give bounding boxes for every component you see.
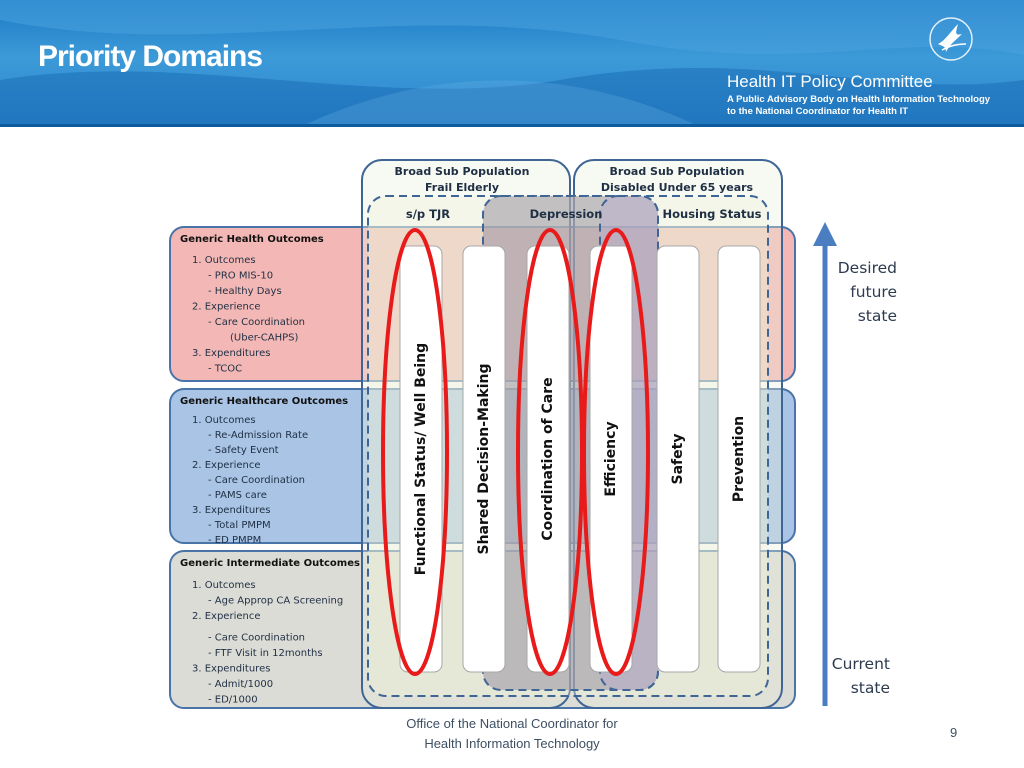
outcome-line: - Safety Event <box>208 445 279 456</box>
footer-line2: Health Information Technology <box>424 736 600 751</box>
outcome-line: - FTF Visit in 12months <box>208 648 323 659</box>
committee-subtitle: A Public Advisory Body on Health Informa… <box>727 94 1024 118</box>
outcome-line: - Re-Admission Rate <box>208 430 308 441</box>
healthcare-outcomes-list: 1. Outcomes - Re-Admission Rate - Safety E… <box>192 415 308 546</box>
domain-column <box>717 245 761 673</box>
slide-title: Priority Domains <box>38 40 263 73</box>
outcome-line: - Age Approp CA Screening <box>208 596 343 607</box>
depression-label: Depression <box>530 207 603 221</box>
domain-label: Coordination of Care <box>540 377 556 540</box>
desired-state-line3: state <box>858 307 897 325</box>
desired-state-line2: future <box>850 283 897 301</box>
footer-line1: Office of the National Coordinator for <box>406 716 618 731</box>
sp-tjr-label: s/p TJR <box>406 207 450 221</box>
healthcare-outcomes-title: Generic Healthcare Outcomes <box>180 396 348 407</box>
disabled-header-line1: Broad Sub Population <box>610 165 745 178</box>
domain-label: Shared Decision-Making <box>476 363 492 554</box>
outcome-line: 1. Outcomes <box>192 415 256 426</box>
current-state-line2: state <box>851 679 890 697</box>
hhs-eagle-icon <box>929 17 973 61</box>
desired-state-line1: Desired <box>838 259 897 277</box>
outcome-line: 3. Expenditures <box>192 664 270 675</box>
committee-subtitle-line2: to the National Coordinator for Health I… <box>727 106 909 117</box>
functional-status-highlight-oval <box>381 228 449 676</box>
outcome-line: - Care Coordination <box>208 475 305 486</box>
outcome-line: 3. Expenditures <box>192 505 270 516</box>
domain-columns: Functional Status/ Well Being Shared Deci… <box>399 245 761 673</box>
page-number: 9 <box>950 725 958 740</box>
outcome-line: - Healthy Days <box>208 286 282 297</box>
intermediate-outcomes-list: 1. Outcomes - Age Approp CA Screening 2. E… <box>192 580 343 706</box>
domain-label: Functional Status/ Well Being <box>413 343 429 575</box>
committee-subtitle-line1: A Public Advisory Body on Health Informa… <box>727 94 991 105</box>
outcome-line: - Care Coordination <box>208 633 305 644</box>
outcome-line: 2. Experience <box>192 611 261 622</box>
domain-label: Efficiency <box>603 421 619 496</box>
current-state-line1: Current <box>832 655 890 673</box>
outcome-line: 1. Outcomes <box>192 580 256 591</box>
outcome-line: - Admit/1000 <box>208 679 273 690</box>
disabled-header-line2: Disabled Under 65 years <box>601 181 754 194</box>
health-outcomes-list: 1. Outcomes - PRO MIS-10 - Healthy Days 2. … <box>192 255 305 375</box>
health-outcomes-title: Generic Health Outcomes <box>180 234 324 245</box>
frail-elderly-header-line1: Broad Sub Population <box>395 165 530 178</box>
state-axis-arrowhead-icon <box>813 222 837 246</box>
efficiency-highlight-oval <box>582 228 650 676</box>
domain-column <box>462 245 506 673</box>
outcome-line: - Total PMPM <box>208 520 271 531</box>
outcome-line: - Care Coordination <box>208 317 305 328</box>
slide-footer: Office of the National Coordinator for H… <box>372 714 652 754</box>
outcome-line: 2. Experience <box>192 302 261 313</box>
outcome-line: - ED/1000 <box>208 695 258 706</box>
outcome-line: 3. Expenditures <box>192 348 270 359</box>
outcome-line: - PAMS care <box>208 490 267 501</box>
outcome-line: (Uber-CAHPS) <box>230 333 299 344</box>
domain-column <box>656 245 700 673</box>
intermediate-outcomes-title: Generic Intermediate Outcomes <box>180 558 360 569</box>
committee-name: Health IT Policy Committee <box>727 72 933 91</box>
frail-elderly-header-line2: Frail Elderly <box>425 181 499 194</box>
header-rule <box>0 124 1024 127</box>
slide-header <box>0 0 1024 127</box>
domain-label: Prevention <box>731 416 747 502</box>
outcome-line: - ED PMPM <box>208 535 261 546</box>
domain-label: Safety <box>670 434 686 485</box>
header-background-swirl <box>0 0 1024 127</box>
outcome-line: - PRO MIS-10 <box>208 271 273 282</box>
housing-status-label: Housing Status <box>663 207 762 221</box>
outcome-line: - TCOC <box>208 364 242 375</box>
outcome-line: 1. Outcomes <box>192 255 256 266</box>
outcome-line: 2. Experience <box>192 460 261 471</box>
